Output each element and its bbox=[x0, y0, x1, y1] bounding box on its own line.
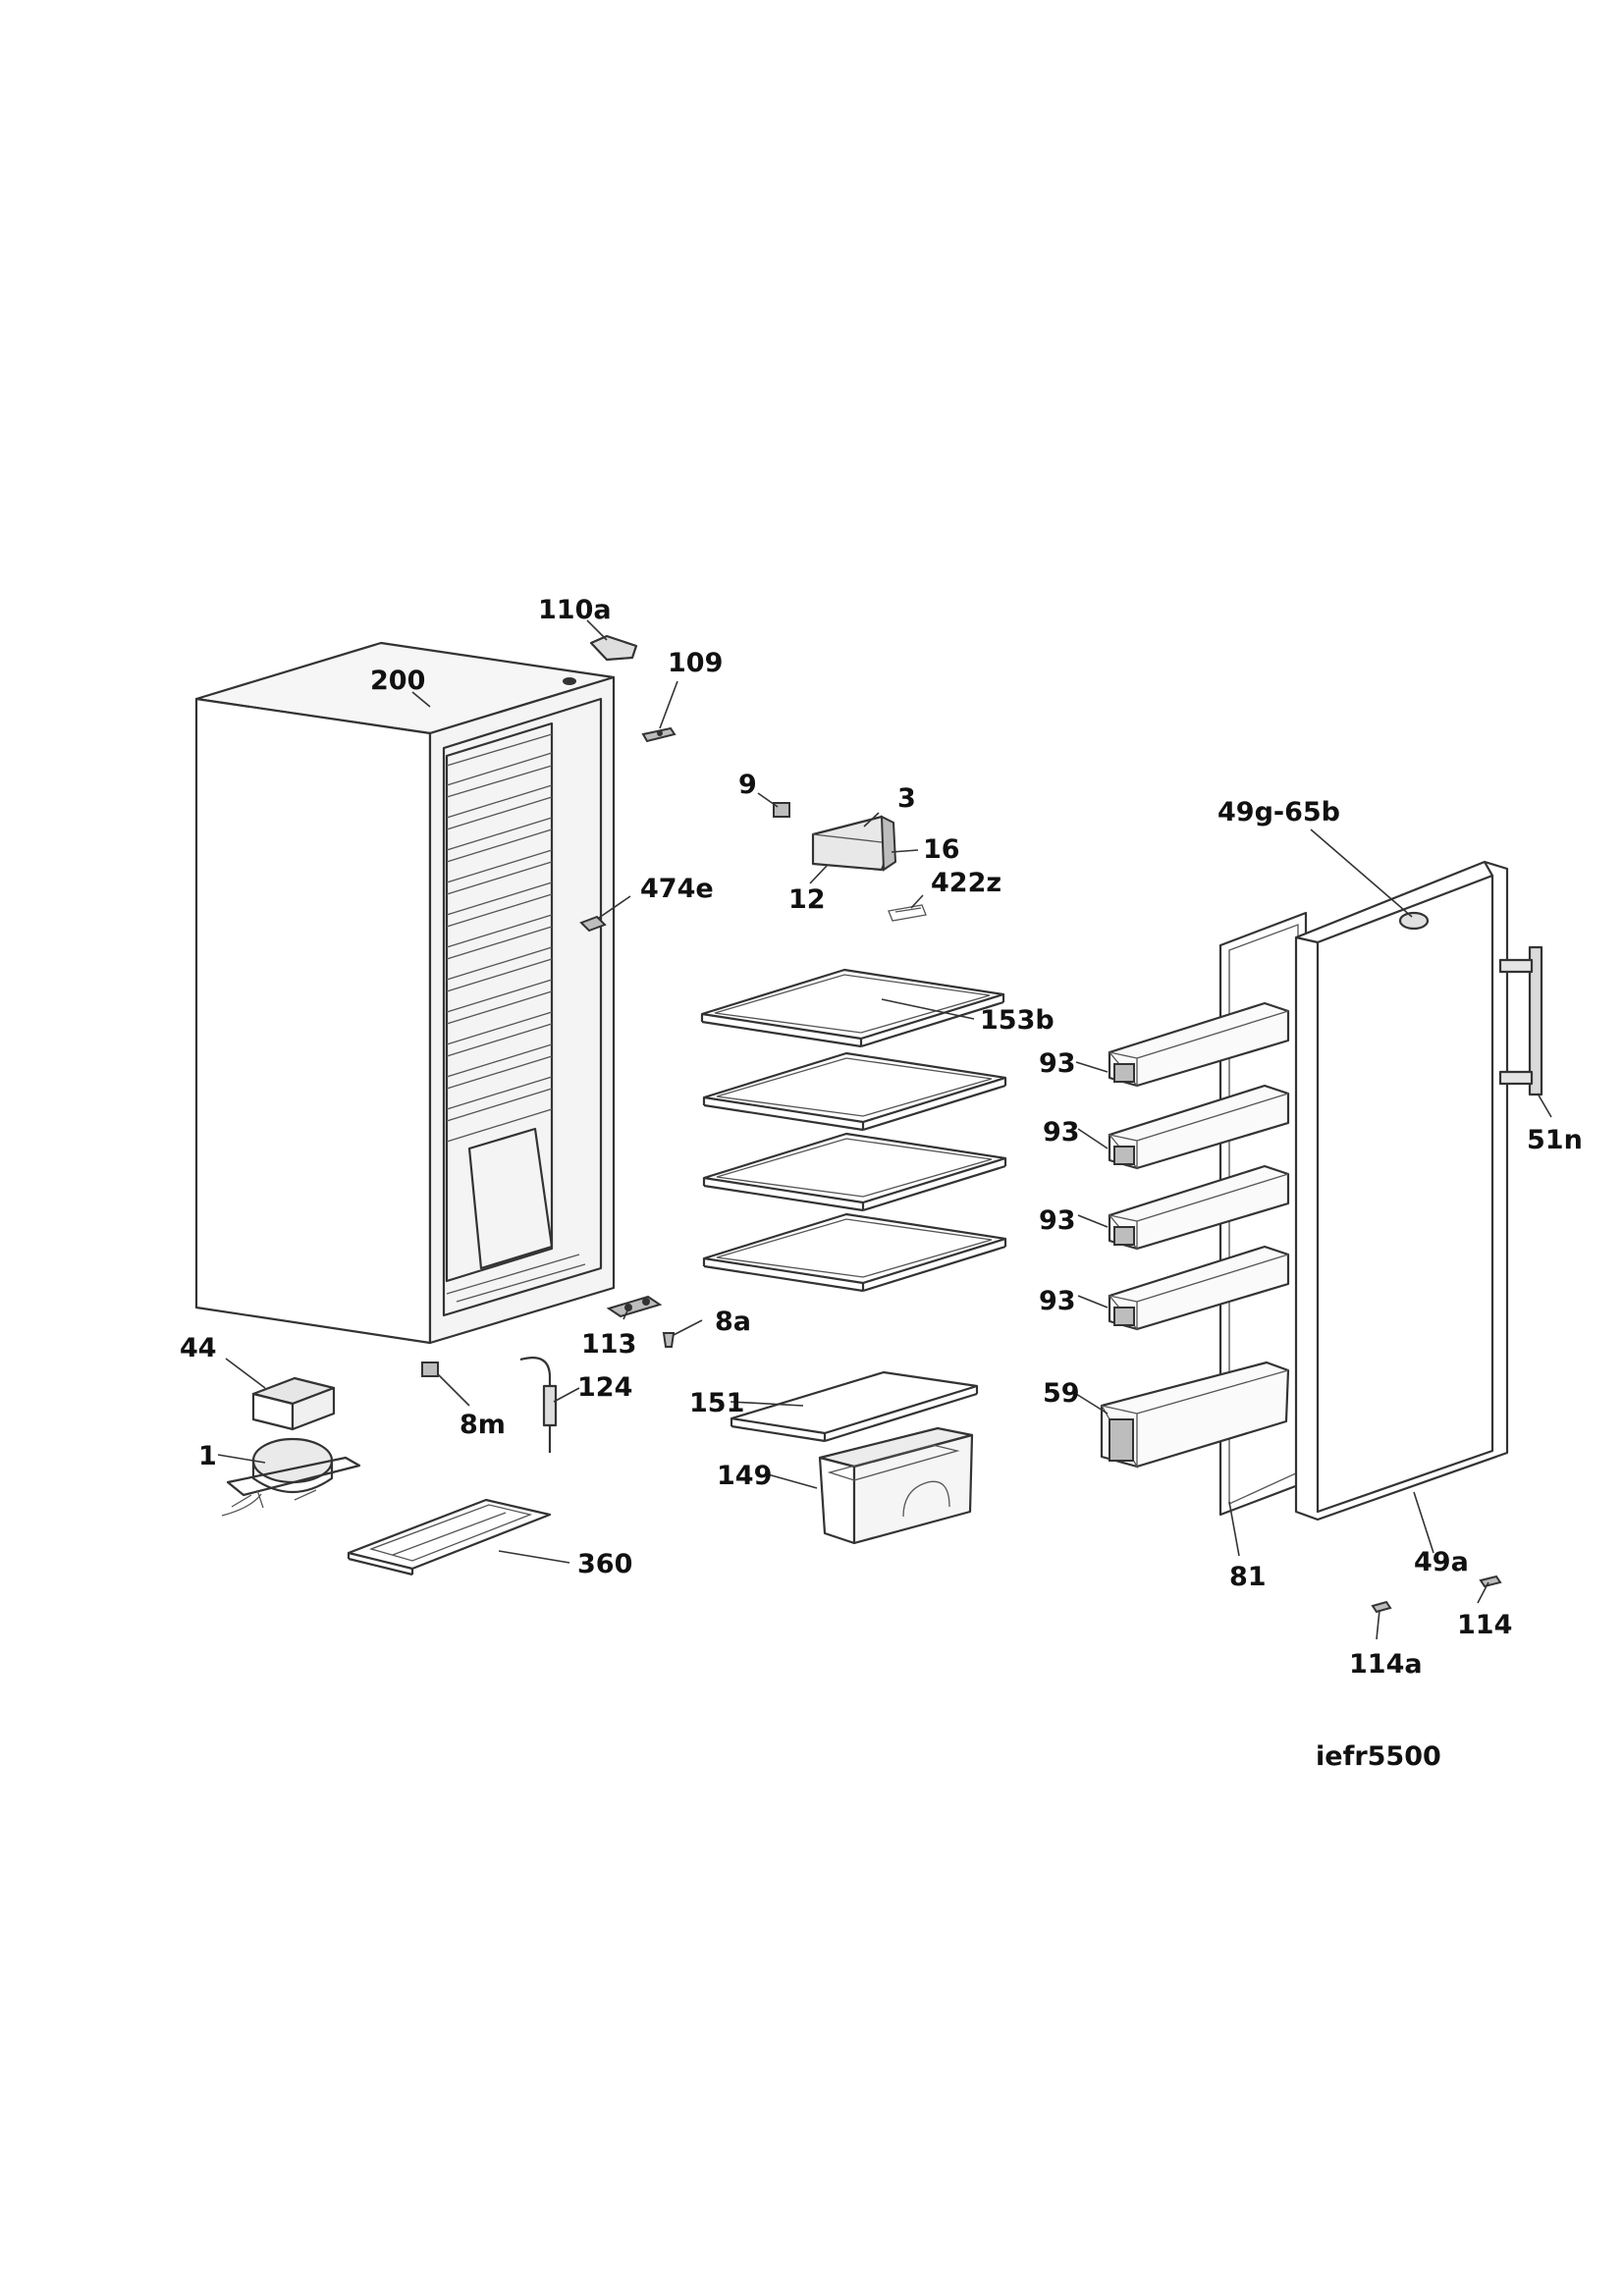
label-49a: 49a bbox=[1414, 1547, 1469, 1577]
bottom-hinge-113 bbox=[606, 1295, 663, 1318]
label-9: 9 bbox=[738, 770, 757, 800]
label-109: 109 bbox=[668, 648, 723, 678]
light-cover-3 bbox=[811, 815, 897, 872]
hinge-cover-110a bbox=[589, 634, 638, 662]
label-51n: 51n bbox=[1527, 1125, 1583, 1155]
label-93-4: 93 bbox=[1039, 1286, 1076, 1316]
label-49g-65b: 49g-65b bbox=[1217, 797, 1340, 828]
label-8a: 8a bbox=[715, 1307, 751, 1337]
label-149: 149 bbox=[717, 1461, 772, 1491]
door-pin-114 bbox=[1479, 1575, 1502, 1588]
label-110a: 110a bbox=[538, 595, 612, 625]
label-3: 3 bbox=[897, 783, 916, 814]
crisper-cover-151 bbox=[730, 1370, 979, 1443]
label-124: 124 bbox=[577, 1372, 632, 1403]
drain-8m bbox=[421, 1362, 439, 1377]
label-422z: 422z bbox=[931, 868, 1001, 898]
callout-labels: 110a 109 200 9 3 16 12 422z 474e 49g-65b… bbox=[180, 595, 1583, 1772]
compressor-1 bbox=[221, 1437, 361, 1517]
label-151: 151 bbox=[689, 1388, 744, 1418]
cabinet-body bbox=[194, 641, 616, 1345]
label-59: 59 bbox=[1043, 1378, 1080, 1409]
glass-shelves bbox=[700, 968, 1007, 1293]
label-114a: 114a bbox=[1349, 1649, 1423, 1680]
cover-plate-360 bbox=[347, 1498, 552, 1576]
label-16: 16 bbox=[923, 834, 960, 865]
label-93-2: 93 bbox=[1043, 1117, 1080, 1148]
relay-box-44 bbox=[251, 1376, 336, 1431]
label-360: 360 bbox=[577, 1549, 632, 1579]
model-number: iefr5500 bbox=[1316, 1741, 1441, 1772]
label-44: 44 bbox=[180, 1333, 217, 1363]
door-handle-51n bbox=[1498, 945, 1543, 1096]
label-93-3: 93 bbox=[1039, 1205, 1076, 1236]
foot-8a bbox=[662, 1332, 676, 1348]
door-bins bbox=[1100, 1001, 1290, 1469]
label-153b: 153b bbox=[980, 1005, 1055, 1036]
label-114: 114 bbox=[1457, 1610, 1512, 1640]
door-49a bbox=[1294, 860, 1543, 1522]
label-8m: 8m bbox=[460, 1410, 506, 1440]
label-200: 200 bbox=[370, 666, 425, 696]
label-81: 81 bbox=[1229, 1562, 1267, 1592]
lamp-422z bbox=[888, 904, 927, 922]
label-93-1: 93 bbox=[1039, 1048, 1076, 1079]
label-12: 12 bbox=[788, 884, 826, 915]
top-hinge-109 bbox=[641, 726, 676, 743]
crisper-drawer-149 bbox=[818, 1426, 974, 1545]
label-1: 1 bbox=[198, 1441, 217, 1471]
door-switch-474e bbox=[579, 915, 607, 933]
label-474e: 474e bbox=[640, 874, 714, 904]
leader-lines bbox=[217, 619, 1552, 1640]
door-pin-114a bbox=[1371, 1600, 1392, 1614]
label-113: 113 bbox=[581, 1329, 636, 1360]
thermostat-capillary-124 bbox=[519, 1357, 558, 1453]
